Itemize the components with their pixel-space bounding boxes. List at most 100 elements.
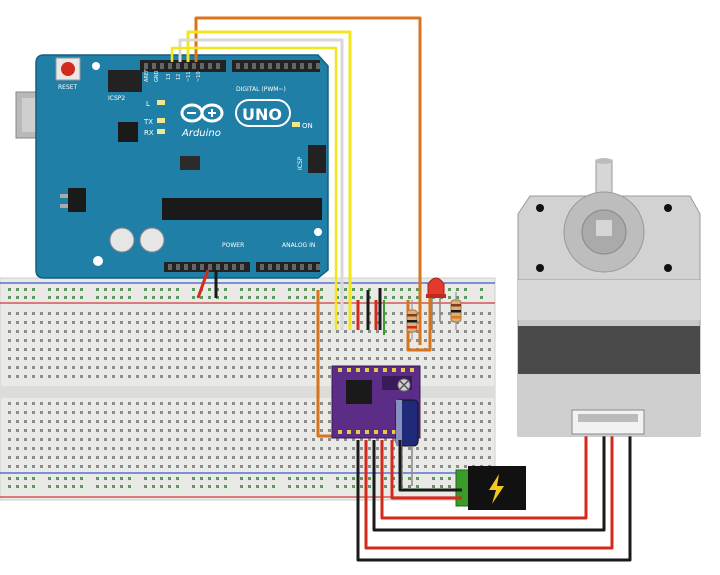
breadboard-hole	[8, 348, 11, 351]
breadboard-hole	[208, 321, 211, 324]
rail-hole	[408, 296, 411, 299]
rail-hole	[312, 477, 315, 480]
breadboard-hole	[176, 429, 179, 432]
breadboard-hole	[64, 402, 67, 405]
rail-hole	[72, 485, 75, 488]
breadboard-hole	[152, 411, 155, 414]
breadboard-hole	[440, 357, 443, 360]
breadboard-hole	[240, 339, 243, 342]
breadboard-hole	[424, 429, 427, 432]
breadboard-hole	[88, 465, 91, 468]
breadboard-hole	[72, 312, 75, 315]
rail-hole	[64, 485, 67, 488]
breadboard-hole	[360, 339, 363, 342]
breadboard-hole	[176, 456, 179, 459]
breadboard-hole	[64, 447, 67, 450]
header-pin	[224, 264, 228, 270]
breadboard-hole	[424, 447, 427, 450]
rail-hole	[408, 288, 411, 291]
header-pin	[260, 63, 264, 69]
breadboard-hole	[152, 456, 155, 459]
breadboard-hole	[160, 366, 163, 369]
rail-hole	[248, 288, 251, 291]
breadboard-hole	[80, 321, 83, 324]
breadboard-hole	[128, 375, 131, 378]
rail-hole	[200, 296, 203, 299]
breadboard-hole	[480, 366, 483, 369]
breadboard-hole	[136, 357, 139, 360]
rail-hole	[368, 485, 371, 488]
breadboard-hole	[392, 312, 395, 315]
breadboard-hole	[160, 447, 163, 450]
breadboard-hole	[32, 420, 35, 423]
breadboard-hole	[8, 465, 11, 468]
breadboard-hole	[328, 375, 331, 378]
breadboard-hole	[144, 321, 147, 324]
breadboard-hole	[288, 312, 291, 315]
breadboard-hole	[456, 339, 459, 342]
breadboard-hole	[48, 375, 51, 378]
breadboard-hole	[128, 456, 131, 459]
breadboard-hole	[176, 402, 179, 405]
breadboard-hole	[360, 312, 363, 315]
breadboard-hole	[16, 366, 19, 369]
breadboard-hole	[184, 456, 187, 459]
rail-hole	[72, 477, 75, 480]
breadboard-hole	[256, 402, 259, 405]
breadboard-hole	[88, 312, 91, 315]
breadboard-hole	[216, 348, 219, 351]
breadboard-hole	[208, 447, 211, 450]
breadboard-hole	[120, 357, 123, 360]
breadboard-hole	[160, 456, 163, 459]
breadboard-hole	[456, 366, 459, 369]
breadboard-hole	[120, 447, 123, 450]
breadboard-hole	[200, 456, 203, 459]
breadboard-hole	[176, 420, 179, 423]
breadboard-hole	[88, 321, 91, 324]
breadboard-hole	[88, 330, 91, 333]
breadboard-hole	[72, 411, 75, 414]
rail-hole	[344, 477, 347, 480]
rail-hole	[80, 485, 83, 488]
breadboard-hole	[312, 312, 315, 315]
rail-hole	[360, 288, 363, 291]
breadboard-hole	[80, 420, 83, 423]
breadboard-hole	[184, 330, 187, 333]
breadboard-hole	[336, 438, 339, 441]
breadboard-hole	[224, 348, 227, 351]
breadboard-hole	[40, 366, 43, 369]
rail-hole	[120, 296, 123, 299]
breadboard-hole	[344, 339, 347, 342]
black-coil-wire-2	[372, 432, 606, 532]
breadboard-hole	[240, 330, 243, 333]
driver-pin	[401, 368, 405, 372]
breadboard-hole	[192, 402, 195, 405]
breadboard-hole	[448, 411, 451, 414]
breadboard-hole	[264, 366, 267, 369]
breadboard-hole	[336, 465, 339, 468]
breadboard-hole	[240, 465, 243, 468]
breadboard-hole	[296, 411, 299, 414]
breadboard-hole	[280, 321, 283, 324]
breadboard-hole	[192, 348, 195, 351]
breadboard-hole	[360, 465, 363, 468]
breadboard-hole	[424, 375, 427, 378]
breadboard-hole	[168, 456, 171, 459]
breadboard-hole	[256, 465, 259, 468]
breadboard-hole	[352, 465, 355, 468]
breadboard-hole	[144, 312, 147, 315]
breadboard-hole	[72, 429, 75, 432]
breadboard-hole	[32, 366, 35, 369]
breadboard-hole	[376, 339, 379, 342]
rail-hole	[304, 296, 307, 299]
breadboard-hole	[80, 411, 83, 414]
rail-hole	[128, 485, 131, 488]
breadboard-hole	[424, 357, 427, 360]
breadboard-hole	[208, 456, 211, 459]
rail-hole	[96, 485, 99, 488]
breadboard-hole	[488, 330, 491, 333]
breadboard-hole	[8, 375, 11, 378]
breadboard-hole	[400, 312, 403, 315]
breadboard-hole	[304, 402, 307, 405]
breadboard-hole	[272, 402, 275, 405]
